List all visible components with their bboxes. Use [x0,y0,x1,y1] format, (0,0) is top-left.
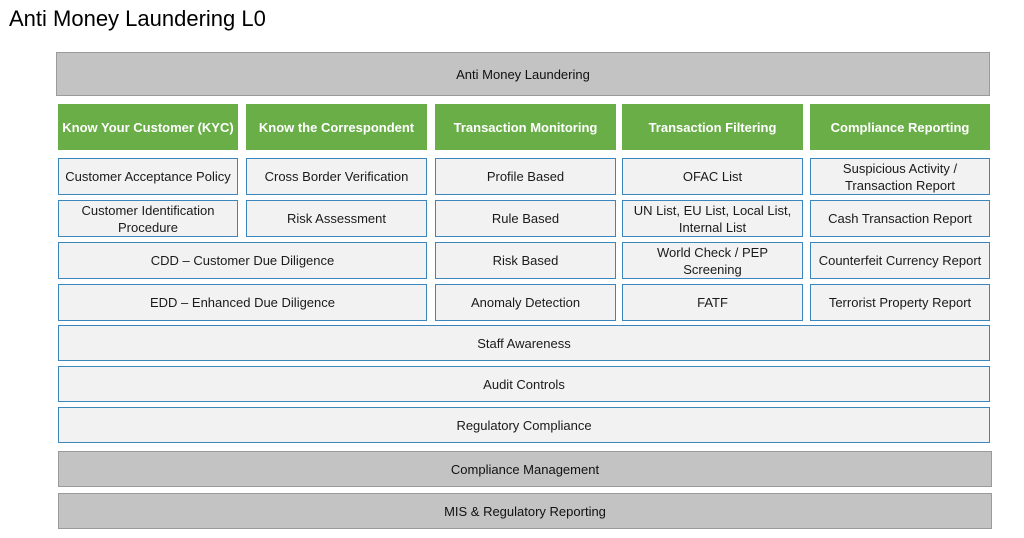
cell-fatf: FATF [622,284,803,321]
cell-risk-assessment: Risk Assessment [246,200,427,237]
row-staff-awareness: Staff Awareness [58,325,990,361]
bar-mis-regulatory-reporting: MIS & Regulatory Reporting [58,493,992,529]
diagram-title: Anti Money Laundering L0 [9,6,266,31]
top-bar-anti-money-laundering: Anti Money Laundering [56,52,990,96]
cell-ofac-list: OFAC List [622,158,803,195]
cell-terrorist-property-report: Terrorist Property Report [810,284,990,321]
cell-un-eu-local-internal-list: UN List, EU List, Local List, Internal L… [622,200,803,237]
cell-cdd: CDD – Customer Due Diligence [58,242,427,279]
cell-risk-based: Risk Based [435,242,616,279]
header-compliance-reporting: Compliance Reporting [810,104,990,150]
cell-suspicious-activity-report: Suspicious Activity / Transaction Report [810,158,990,195]
cell-customer-acceptance-policy: Customer Acceptance Policy [58,158,238,195]
cell-customer-identification-procedure: Customer Identification Procedure [58,200,238,237]
cell-rule-based: Rule Based [435,200,616,237]
cell-cash-transaction-report: Cash Transaction Report [810,200,990,237]
header-transaction-filtering: Transaction Filtering [622,104,803,150]
cell-cross-border-verification: Cross Border Verification [246,158,427,195]
header-know-the-correspondent: Know the Correspondent [246,104,427,150]
header-kyc: Know Your Customer (KYC) [58,104,238,150]
cell-profile-based: Profile Based [435,158,616,195]
bar-compliance-management: Compliance Management [58,451,992,487]
cell-counterfeit-currency-report: Counterfeit Currency Report [810,242,990,279]
row-regulatory-compliance: Regulatory Compliance [58,407,990,443]
header-transaction-monitoring: Transaction Monitoring [435,104,616,150]
cell-edd: EDD – Enhanced Due Diligence [58,284,427,321]
cell-world-check-pep-screening: World Check / PEP Screening [622,242,803,279]
cell-anomaly-detection: Anomaly Detection [435,284,616,321]
row-audit-controls: Audit Controls [58,366,990,402]
